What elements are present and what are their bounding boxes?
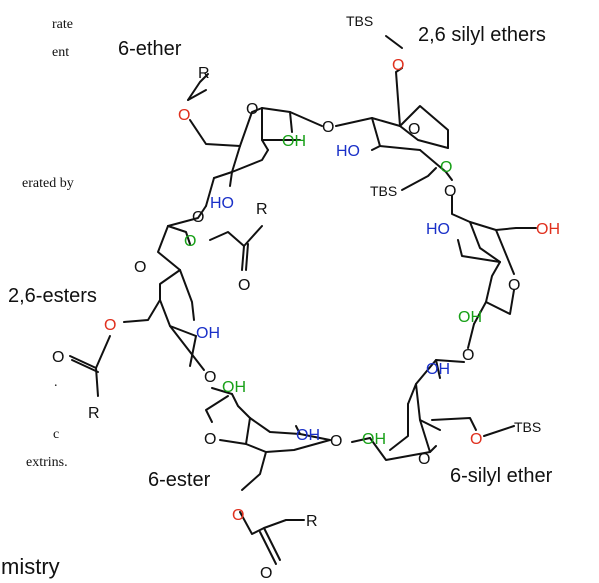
atom-ho: HO [210, 195, 234, 212]
label-6-ether: 6-ether [118, 38, 182, 60]
atom-oh: OH [222, 379, 246, 396]
atom-tbs: TBS [346, 13, 373, 29]
atom-r: R [198, 65, 210, 82]
clipped-text-extrins: extrins. [26, 455, 68, 470]
atom-o-ether: O [392, 57, 404, 74]
label-2-6-silyl-ethers: 2,6 silyl ethers [418, 24, 546, 46]
atom-o-glycosidic: O [192, 209, 204, 226]
atom-oh: OH [196, 325, 220, 342]
atom-tbs: TBS [370, 183, 397, 199]
atom-ho: HO [336, 143, 360, 160]
atom-o-ring: O [418, 451, 430, 468]
clipped-text-period: . [54, 375, 58, 390]
atom-ho: HO [426, 221, 450, 238]
label-6-silyl-ether: 6-silyl ether [450, 465, 553, 487]
substituent-labels: 6-ether 2,6 silyl ethers 2,6-esters 6-es… [8, 24, 553, 491]
atom-r: R [306, 513, 318, 530]
clipped-text-rate: rate [52, 17, 73, 32]
atom-o-ring: O [508, 277, 520, 294]
clipped-text-erated-by: erated by [22, 176, 74, 191]
atom-o-ring: O [134, 259, 146, 276]
skeletal-bonds [69, 35, 537, 565]
atom-o-glycosidic: O [462, 347, 474, 364]
atom-o-glycosidic: O [204, 369, 216, 386]
label-2-6-esters: 2,6-esters [8, 285, 97, 307]
atom-o-carbonyl: O [238, 277, 250, 294]
atom-o-ring: O [246, 101, 258, 118]
atom-oh: OH [296, 427, 320, 444]
atom-o-ester: O [184, 233, 196, 250]
atom-oh: OH [282, 133, 306, 150]
atom-o-glycosidic: O [444, 183, 456, 200]
atom-o-carbonyl: O [260, 565, 272, 582]
label-6-ester: 6-ester [148, 469, 211, 491]
atom-o-ether: O [178, 107, 190, 124]
atom-o-carbonyl: O [52, 349, 64, 366]
atom-oh: OH [362, 431, 386, 448]
atom-tbs: TBS [514, 419, 541, 435]
clipped-heading-mistry: mistry [1, 554, 60, 579]
atom-oh: OH [536, 221, 560, 238]
atom-o-glycosidic: O [322, 119, 334, 136]
atom-o-silyl: O [440, 159, 452, 176]
atom-oh: OH [426, 361, 450, 378]
atom-o-ring: O [204, 431, 216, 448]
clipped-text-c: c [53, 427, 60, 442]
atom-o-ring: O [408, 121, 420, 138]
atom-o-ether: O [470, 431, 482, 448]
atom-o-ester: O [232, 507, 244, 524]
atom-labels: R O O OH O HO O TBS O O HO O TBS O HO OH… [52, 13, 560, 582]
atom-r: R [88, 405, 100, 422]
atom-o-ester: O [104, 317, 116, 334]
atom-oh: OH [458, 309, 482, 326]
clipped-text-ent: ent [52, 45, 70, 60]
atom-o-glycosidic: O [330, 433, 342, 450]
atom-r: R [256, 201, 268, 218]
